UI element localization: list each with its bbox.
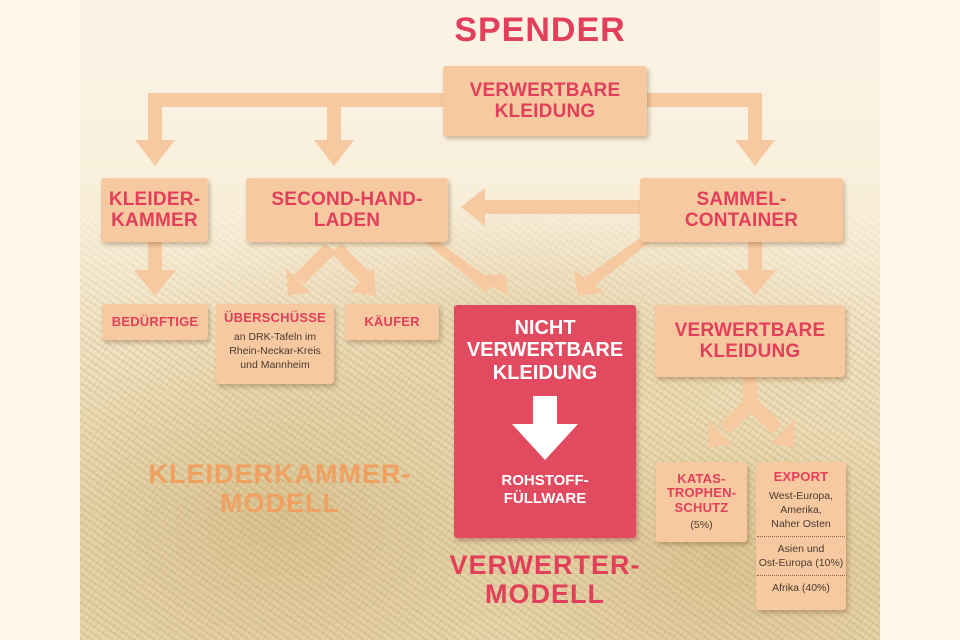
- arrow-second-hand-to-nicht-verwertbar: [420, 238, 508, 296]
- kleiderkammer-modell-line1: KLEIDERKAMMER-: [148, 459, 412, 489]
- arrow-to-katastrophen: [708, 375, 757, 448]
- verwerter-modell-label: VERWERTER- MODELL: [440, 550, 650, 610]
- rohstoff-line2: FÜLLWARE: [503, 490, 587, 508]
- verwerter-modell-line1: VERWERTER-: [449, 550, 641, 580]
- arrow-sammel-to-second-hand: [461, 188, 640, 226]
- export-divider-2: [757, 575, 845, 577]
- arrow-to-kleiderkammer: [135, 93, 175, 166]
- kleiderkammer-line1: KLEIDER-: [108, 188, 201, 210]
- arrow-top-bar-left: [148, 93, 448, 107]
- nicht-line2: VERWERTBARE: [466, 339, 624, 362]
- rohstoff-line1: ROHSTOFF-: [501, 472, 589, 490]
- top-box-line2: KLEIDUNG: [494, 101, 596, 122]
- arrow-to-kaeufer: [330, 244, 376, 296]
- top-box-line1: VERWERTBARE: [469, 79, 621, 101]
- arrow-to-second-hand: [314, 93, 354, 166]
- nicht-line3: KLEIDUNG: [492, 361, 598, 384]
- kleiderkammer-box: KLEIDER- KAMMER: [101, 178, 208, 242]
- nicht-line1: NICHT: [514, 317, 576, 339]
- sammelcontainer-box: SAMMEL- CONTAINER: [640, 178, 843, 242]
- arrow-sammel-to-nicht-verwertbar: [574, 238, 655, 296]
- kleiderkammer-modell-line2: MODELL: [220, 488, 340, 519]
- export-group2-line1: Asien und: [777, 543, 825, 556]
- arrow-top-bar-right: [640, 93, 762, 107]
- katastrophen-line3: SCHUTZ: [674, 499, 729, 515]
- export-group2-line2: Ost-Europa (10%): [758, 557, 844, 570]
- ueberschuesse-desc2: Rhein-Neckar-Kreis: [229, 344, 321, 357]
- export-group1-line1: West-Europa,: [769, 489, 833, 502]
- ueberschuesse-desc3: und Mannheim: [240, 358, 310, 371]
- second-hand-laden-box: SECOND-HAND- LADEN: [246, 178, 448, 242]
- export-group1-line3: Naher Osten: [771, 517, 831, 530]
- ueberschuesse-desc1: an DRK-Tafeln im: [233, 330, 317, 343]
- katastrophen-line1: KATAS-: [677, 470, 726, 486]
- kaeufer-label: KÄUFER: [364, 313, 420, 329]
- down-arrow-icon: [512, 396, 578, 461]
- kleiderkammer-modell-label: KLEIDERKAMMER- MODELL: [140, 459, 420, 519]
- export-box: EXPORT West-Europa, Amerika, Naher Osten…: [756, 462, 846, 610]
- second-hand-line2: LADEN: [313, 210, 381, 231]
- verwertbare-kleidung-right-box: VERWERTBARE KLEIDUNG: [655, 305, 845, 377]
- second-hand-line1: SECOND-HAND-: [271, 188, 423, 210]
- ueberschuesse-box: ÜBERSCHÜSSE an DRK-Tafeln im Rhein-Necka…: [216, 304, 334, 384]
- kaeufer-box: KÄUFER: [345, 304, 439, 340]
- verwerter-modell-line2: MODELL: [485, 579, 605, 610]
- katastrophenschutz-box: KATAS- TROPHEN- SCHUTZ (5%): [656, 462, 747, 542]
- export-divider-1: [757, 536, 845, 538]
- spender-title-text: SPENDER: [454, 11, 626, 49]
- spender-title: SPENDER: [420, 12, 660, 49]
- export-group3-line1: Afrika (40%): [772, 582, 830, 595]
- arrow-to-beduerftige: [134, 240, 176, 296]
- arrow-to-sammelcontainer: [735, 93, 775, 166]
- export-label: EXPORT: [773, 469, 829, 484]
- nicht-verwertbare-kleidung-box: NICHT VERWERTBARE KLEIDUNG ROHSTOFF- FÜL…: [454, 305, 636, 538]
- ueberschuesse-label: ÜBERSCHÜSSE: [224, 310, 326, 325]
- arrow-to-ueberschuesse: [286, 244, 337, 296]
- verwertbar-right-line1: VERWERTBARE: [674, 319, 826, 341]
- katastrophen-share: (5%): [690, 519, 713, 532]
- arrow-to-verwertbar-right: [734, 240, 776, 296]
- arrow-to-export: [748, 400, 794, 448]
- beduerftige-label: BEDÜRFTIGE: [111, 313, 199, 329]
- top-verwertbare-kleidung-box: VERWERTBARE KLEIDUNG: [443, 66, 647, 136]
- katastrophen-line2: TROPHEN-: [666, 485, 737, 501]
- kleiderkammer-line2: KAMMER: [111, 210, 198, 231]
- beduerftige-box: BEDÜRFTIGE: [102, 304, 208, 340]
- export-group1-line2: Amerika,: [780, 503, 822, 516]
- sammel-line2: CONTAINER: [684, 210, 799, 231]
- verwertbar-right-line2: KLEIDUNG: [699, 341, 801, 362]
- sammel-line1: SAMMEL-: [696, 188, 787, 210]
